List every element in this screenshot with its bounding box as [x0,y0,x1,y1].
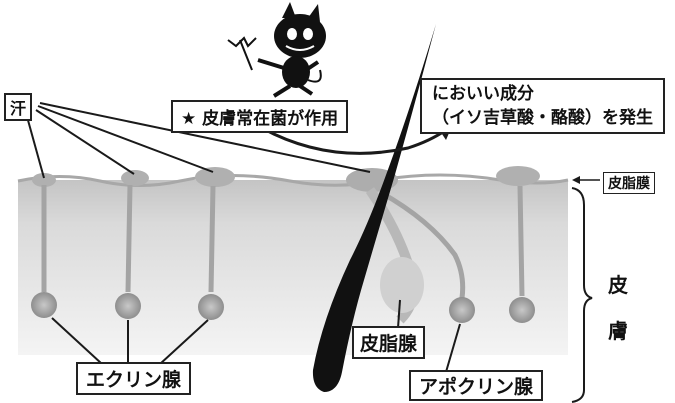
right-gland [496,166,540,323]
skin-layer [18,180,568,355]
odor-line-2: （イソ吉草酸・酪酸）を発生 [432,108,653,128]
skin-label: 皮 膚 [606,262,630,354]
sweat-leader-lines [25,102,371,179]
sebaceous-leader-line [397,299,401,329]
odor-line-1: においい成分 [432,84,534,104]
eccrine-gland-label: エクリン腺 [76,362,192,395]
skin-label-char-1: 皮 [608,273,628,297]
skin-surface [17,173,569,187]
devil-bacteria-icon [227,2,326,98]
eccrine-gland-2 [115,170,149,319]
bacteria-label: ★ 皮膚常在菌が作用 [171,100,349,133]
eccrine-gland-1 [31,173,57,318]
apocrine-leader-line [445,323,461,373]
smell-arrow [261,126,447,155]
apocrine-gland-label: アポクリン腺 [409,370,544,401]
sebum-membrane-label: 皮脂膜 [603,172,655,194]
sebum-arrow-head [572,176,580,184]
eccrine-leader-lines [51,317,209,365]
odor-component-box: においい成分 （イソ吉草酸・酪酸）を発生 [420,78,665,134]
hair [312,24,436,392]
sebaceous-gland-label: 皮脂腺 [352,326,426,359]
sweat-label: 汗 [4,93,33,121]
skin-label-char-2: 膚 [608,319,628,343]
eccrine-gland-3 [195,167,235,320]
skin-bracket [571,187,593,403]
